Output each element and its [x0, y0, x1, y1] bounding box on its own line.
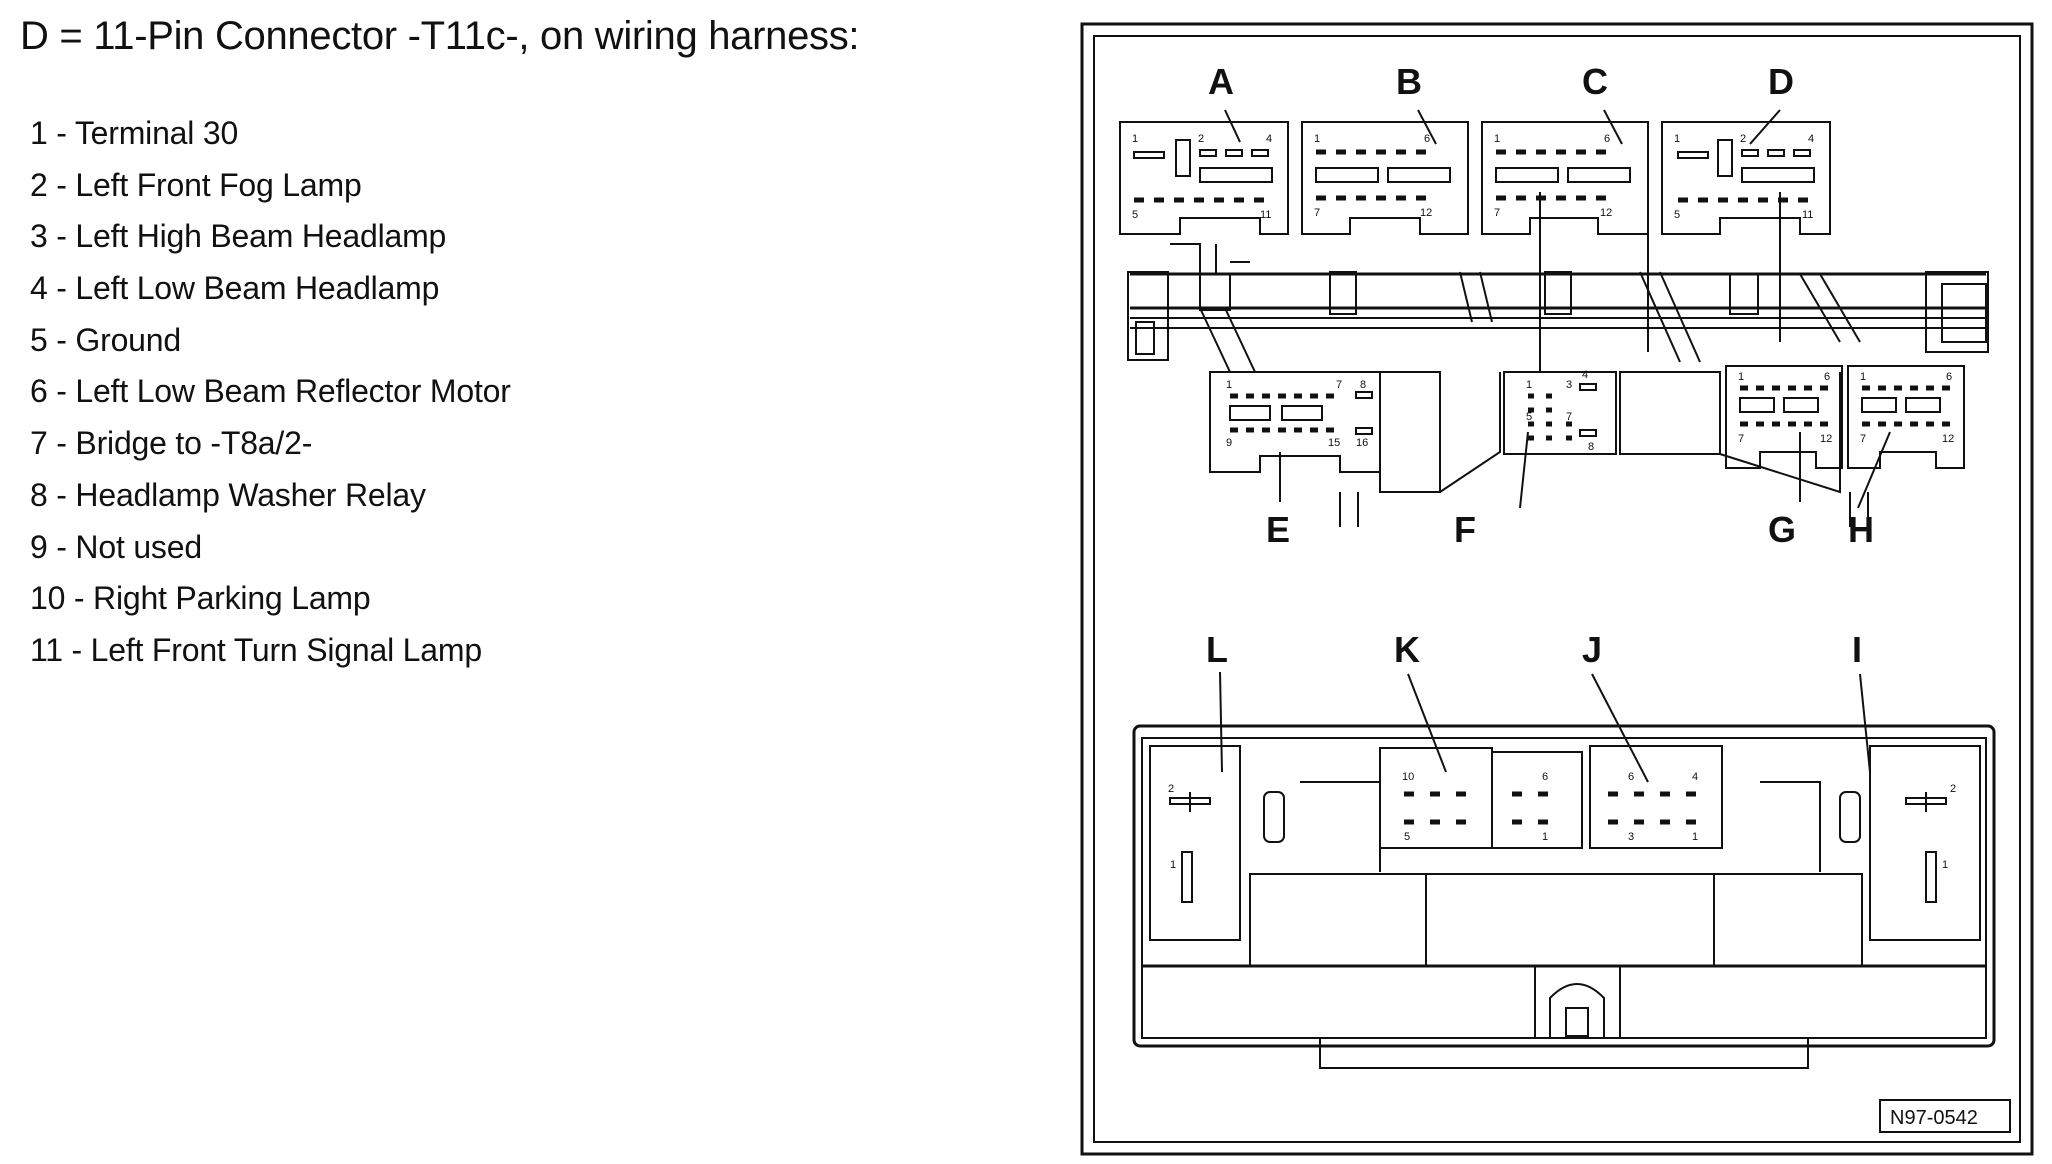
pin-label: 2 [1168, 783, 1174, 795]
pin-label: 3 [1628, 831, 1634, 843]
pin-label: 2 [1198, 133, 1204, 145]
relay-panel-top [1127, 192, 1989, 527]
list-item: 8 - Headlamp Washer Relay [30, 476, 426, 513]
label-e: E [1266, 509, 1290, 550]
pin-label: 1 [1132, 133, 1138, 145]
pin-label: 6 [1604, 133, 1610, 145]
pin-label: 11 [1802, 209, 1813, 221]
pin-label: 7 [1566, 411, 1572, 423]
pin-label: 1 [1860, 371, 1866, 383]
connector-h [1847, 365, 1965, 469]
ref-code: N97-0542 [1890, 1107, 1978, 1129]
pin-label: 1 [1542, 831, 1548, 843]
list-item: 7 - Bridge to -T8a/2- [30, 425, 313, 462]
pin-label: 9 [1226, 437, 1232, 449]
pin-label: 5 [1132, 209, 1138, 221]
pin-label: 1 [1170, 859, 1176, 871]
list-item: 1 - Terminal 30 [30, 115, 239, 151]
list-item: 3 - Left High Beam Headlamp [30, 218, 447, 255]
pin-assignment-list: 1 - Terminal 30 2 - Left Front Fog Lamp … [30, 108, 511, 677]
pin-label: 6 [1424, 133, 1430, 145]
connector-f [1503, 371, 1617, 455]
pin-label: 4 [1692, 771, 1698, 783]
pin-label: 7 [1494, 207, 1500, 219]
pin-label: 3 [1566, 379, 1572, 391]
list-item: 2 - Left Front Fog Lamp [30, 166, 362, 203]
label-a: A [1208, 61, 1234, 102]
list-item: 6 - Left Low Beam Reflector Motor [30, 373, 511, 410]
pin-label: 1 [1526, 379, 1532, 391]
pin-label: 7 [1860, 433, 1866, 445]
pin-label: 11 [1260, 209, 1271, 221]
label-c: C [1582, 61, 1608, 102]
connector-k [1379, 747, 1583, 849]
leader-lines-top [1224, 109, 1891, 509]
pin-label: 12 [1600, 207, 1612, 219]
pin-label: 7 [1738, 433, 1744, 445]
connector-g [1725, 365, 1843, 469]
list-item: 10 - Right Parking Lamp [30, 580, 371, 617]
label-h: H [1848, 509, 1874, 550]
pin-label: 8 [1588, 441, 1594, 453]
label-l: L [1206, 629, 1228, 670]
pin-label: 4 [1808, 133, 1814, 145]
list-item: 9 - Not used [30, 528, 202, 565]
pin-label: 1 [1738, 371, 1744, 383]
pin-label: 2 [1950, 783, 1956, 795]
label-d: D [1768, 61, 1794, 102]
list-item: 5 - Ground [30, 321, 181, 358]
pin-label: 1 [1942, 859, 1948, 871]
connector-l [1149, 745, 1241, 941]
pin-label: 4 [1582, 369, 1588, 381]
pin-label: 10 [1402, 771, 1414, 783]
pin-label: 6 [1542, 771, 1548, 783]
connector-c [1481, 121, 1649, 235]
pin-label: 12 [1420, 207, 1432, 219]
label-i: I [1852, 629, 1862, 670]
label-g: G [1768, 509, 1796, 550]
pin-label: 8 [1360, 379, 1366, 391]
pin-label: 16 [1356, 437, 1368, 449]
label-f: F [1454, 509, 1476, 550]
pin-label: 12 [1820, 433, 1832, 445]
pin-label: 6 [1946, 371, 1952, 383]
connector-i [1869, 745, 1981, 941]
diagram-frame-outer [1080, 22, 2034, 1156]
connector-b [1301, 121, 1469, 235]
page-title: D = 11-Pin Connector -T11c-, on wiring h… [20, 14, 860, 58]
pin-label: 6 [1628, 771, 1634, 783]
connector-e [1209, 371, 1381, 473]
diagram-frame-inner [1093, 35, 2021, 1143]
connector-diagram-panel: A B C D E F G H L K J I 1 2 4 5 11 1 6 7… [1080, 22, 2034, 1156]
pin-label: 1 [1692, 831, 1698, 843]
label-k: K [1394, 629, 1420, 670]
relay-panel-bottom [1132, 724, 1996, 1069]
pin-label: 6 [1824, 371, 1830, 383]
pin-label: 1 [1494, 133, 1500, 145]
pin-label: 4 [1266, 133, 1272, 145]
pin-label: 15 [1328, 437, 1340, 449]
list-item: 11 - Left Front Turn Signal Lamp [30, 631, 482, 668]
pin-label: 12 [1942, 433, 1954, 445]
pin-label: 1 [1226, 379, 1232, 391]
pin-label: 5 [1674, 209, 1680, 221]
pin-label: 7 [1314, 207, 1320, 219]
connector-j [1589, 745, 1723, 849]
pin-label: 7 [1336, 379, 1342, 391]
label-j: J [1582, 629, 1602, 670]
connector-a [1119, 121, 1289, 274]
leader-lines-bottom [1219, 671, 1871, 783]
pin-label: 5 [1526, 411, 1532, 423]
pin-label: 2 [1740, 133, 1746, 145]
pin-label: 1 [1314, 133, 1320, 145]
label-b: B [1396, 61, 1422, 102]
connector-diagram: A B C D E F G H L K J I 1 2 4 5 11 1 6 7… [1080, 22, 2034, 1156]
connector-d [1661, 121, 1831, 235]
ref-code-box [1879, 1099, 2011, 1133]
pin-label: 5 [1404, 831, 1410, 843]
list-item: 4 - Left Low Beam Headlamp [30, 270, 440, 307]
pin-label: 1 [1674, 133, 1680, 145]
